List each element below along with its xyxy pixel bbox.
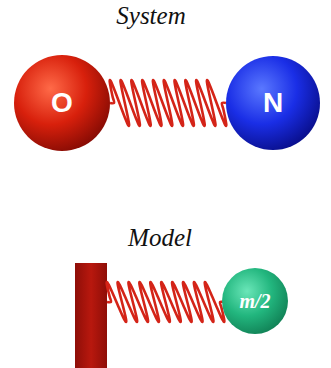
atom-label: N <box>263 87 283 119</box>
oxygen-atom: O <box>14 55 110 151</box>
atom-circle <box>226 56 320 150</box>
section-heading: Model <box>128 224 192 252</box>
atom-circle <box>222 268 288 334</box>
spring-bond <box>110 80 227 126</box>
wall <box>75 263 107 368</box>
atom-label: m/2 <box>239 290 270 313</box>
nitrogen-atom: N <box>226 56 320 150</box>
section-heading: System <box>116 2 185 30</box>
atom-circle <box>14 55 110 151</box>
spring <box>107 282 225 322</box>
atom-label: O <box>51 87 73 119</box>
reduced-mass-ball: m/2 <box>222 268 288 334</box>
model-spring <box>107 282 225 322</box>
